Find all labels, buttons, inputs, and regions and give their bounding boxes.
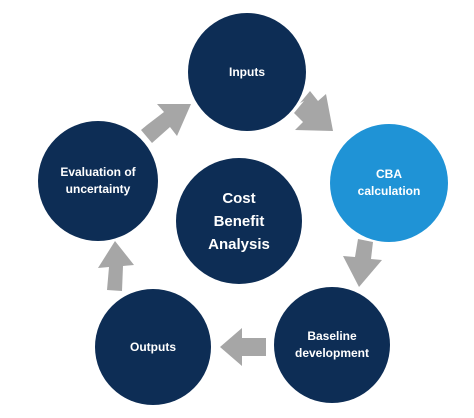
- center-node-cost-benefit-analysis: Cost Benefit Analysis: [176, 158, 302, 284]
- arrow-outputs-to-eval-icon: [98, 241, 134, 291]
- arrow-inputs-to-cba-icon: [294, 91, 333, 131]
- node-outputs-label: Outputs: [130, 339, 176, 354]
- node-evaluation-of-uncertainty: Evaluation of uncertainty: [38, 121, 158, 241]
- node-inputs: Inputs: [188, 13, 306, 131]
- node-outputs: Outputs: [95, 289, 211, 405]
- arrow-cba-to-baseline-icon: [343, 239, 382, 287]
- node-inputs-label: Inputs: [229, 64, 265, 79]
- center-node-label: Cost Benefit Analysis: [208, 189, 270, 253]
- arrow-eval-to-inputs-icon: [141, 104, 191, 143]
- node-cba-calculation: CBA calculation: [330, 124, 448, 242]
- node-baseline-development-label: Baseline development: [294, 329, 369, 360]
- node-evaluation-of-uncertainty-label: Evaluation of uncertainty: [60, 165, 136, 196]
- node-baseline-development: Baseline development: [274, 287, 390, 403]
- node-cba-calculation-label: CBA calculation: [357, 167, 421, 198]
- arrow-baseline-to-outputs-icon: [220, 328, 266, 366]
